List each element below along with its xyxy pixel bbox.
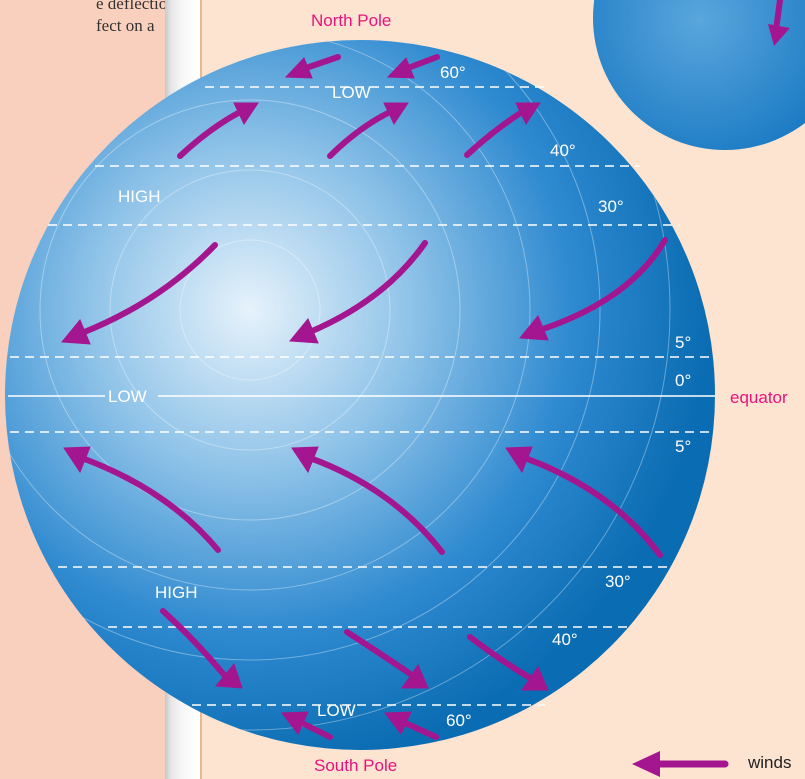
- wind-arrow: [291, 446, 445, 555]
- wind-arrows: [61, 54, 668, 740]
- text-line: e deflections: [96, 0, 183, 13]
- legend-winds-label: winds: [747, 753, 791, 772]
- latitude-label-n30: 30°: [598, 197, 624, 216]
- pressure-label-low-north: LOW: [332, 83, 371, 102]
- latitude-lines: [8, 86, 715, 706]
- pressure-label-low-equator: LOW: [108, 387, 147, 406]
- wind-arrow: [519, 237, 668, 341]
- wind-arrow: [464, 102, 541, 158]
- wind-arrow: [384, 711, 439, 740]
- pressure-label-low-south: LOW: [317, 701, 356, 720]
- globe: [5, 40, 715, 750]
- wind-arrow: [63, 446, 221, 553]
- pressure-label-high-north: HIGH: [118, 187, 161, 206]
- latitude-label-n60: 60°: [440, 63, 466, 82]
- legend: winds: [632, 751, 791, 777]
- text-line: fect on a: [96, 16, 155, 35]
- wind-arrow: [289, 240, 428, 344]
- wind-arrow: [505, 446, 663, 558]
- wind-arrow: [160, 608, 243, 689]
- wind-arrow: [284, 54, 341, 79]
- latitude-label-s30: 30°: [605, 572, 631, 591]
- wind-arrow: [177, 102, 259, 159]
- north-pole-label: North Pole: [311, 11, 391, 30]
- south-pole-label: South Pole: [314, 756, 397, 775]
- latitude-label-n5: 5°: [675, 333, 691, 352]
- legend-wind-arrowhead: [632, 751, 660, 777]
- wind-arrow: [386, 54, 440, 79]
- wind-arrow: [327, 102, 409, 159]
- latitude-label-s60: 60°: [446, 711, 472, 730]
- latitude-label-n40: 40°: [550, 141, 576, 160]
- secondary-globe: [593, 0, 805, 150]
- wind-arrow: [61, 242, 218, 345]
- latitude-label-eq: 0°: [675, 371, 691, 390]
- equator-label: equator: [730, 388, 788, 407]
- pressure-label-high-south: HIGH: [155, 583, 198, 602]
- wind-arrow: [281, 711, 333, 740]
- wind-arrow: [344, 629, 429, 689]
- latitude-label-s5: 5°: [675, 437, 691, 456]
- latitude-label-s40: 40°: [552, 630, 578, 649]
- wind-arrow: [467, 634, 549, 691]
